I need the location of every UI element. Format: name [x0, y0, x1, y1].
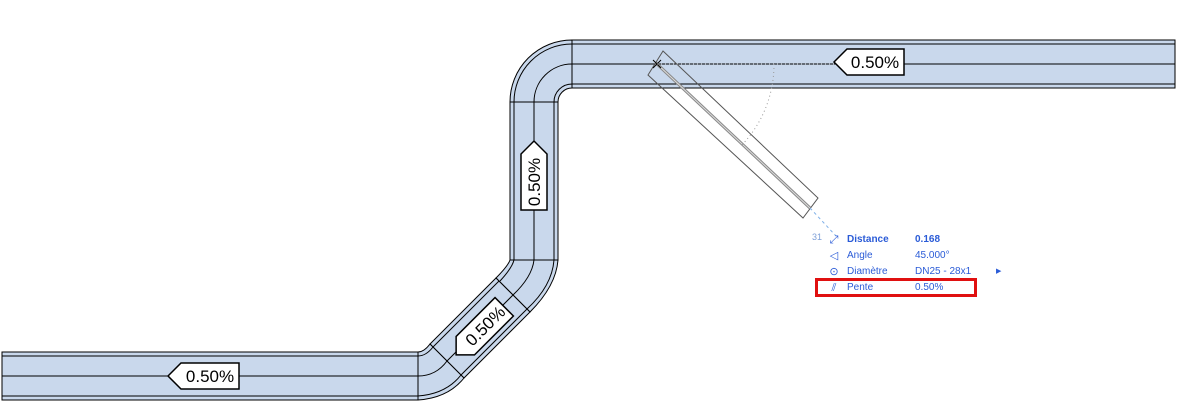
tracker-label: Pente	[847, 282, 874, 293]
diameter-icon: ⊙	[829, 266, 839, 278]
tracker-label: Diamètre	[847, 266, 888, 277]
tracker-label: Angle	[847, 250, 873, 261]
slope-tag-vertical[interactable]: 0.50%	[520, 139, 548, 211]
slope-tag-bottom-label: 0.50%	[186, 367, 234, 386]
tracker-label: Distance	[847, 234, 889, 245]
pipe-preview-ghost	[647, 50, 819, 219]
slope-tag-top-label: 0.50%	[851, 53, 899, 72]
tracker-tooltip[interactable]: ⤢ Distance 0.168 ◁ Angle 45.000° ⊙ Diamè…	[826, 232, 1026, 296]
slope-tag-bottom[interactable]: 0.50%	[166, 362, 240, 390]
slope-highlight-box	[815, 278, 977, 297]
angle-icon: ◁	[829, 250, 839, 262]
pipe-elbow-top[interactable]	[509, 39, 573, 103]
slope-icon: ⫽	[831, 282, 837, 294]
distance-guide-line	[809, 207, 837, 237]
tracker-row-slope[interactable]: ⫽ Pente 0.50%	[826, 280, 1026, 296]
distance-icon: ⤢	[829, 234, 839, 246]
slope-tag-vertical-label: 0.50%	[525, 158, 544, 206]
tracker-row-angle[interactable]: ◁ Angle 45.000°	[826, 248, 1026, 264]
tracker-value[interactable]: 0.50%	[915, 282, 944, 293]
slope-tag-top[interactable]: 0.50%	[832, 48, 905, 76]
tracker-side-number: 31	[812, 232, 823, 242]
tracker-row-distance[interactable]: ⤢ Distance 0.168	[826, 232, 1026, 248]
dropdown-arrow-icon[interactable]: ▶	[996, 268, 1002, 275]
tracker-value[interactable]: 45.000°	[915, 250, 950, 261]
tracker-row-diameter[interactable]: ⊙ Diamètre DN25 - 28x1 ▶	[826, 264, 1026, 280]
tracker-value[interactable]: DN25 - 28x1	[915, 266, 972, 277]
tracker-value[interactable]: 0.168	[915, 234, 941, 245]
